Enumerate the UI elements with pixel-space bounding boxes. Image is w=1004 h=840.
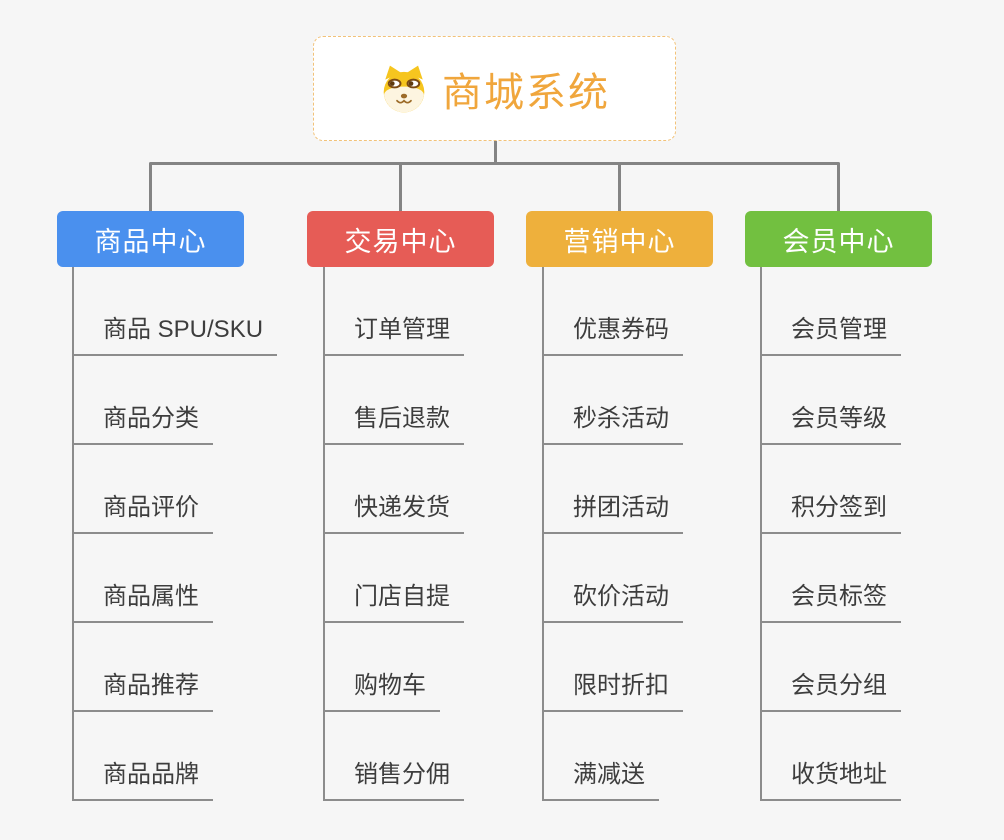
dog-face-icon [383, 65, 425, 112]
branch-node-marketing-center[interactable]: 营销中心 [526, 211, 713, 267]
branch-node-trade-center[interactable]: 交易中心 [307, 211, 494, 267]
leaf-node[interactable]: 收货地址 [760, 758, 901, 801]
root-node-title: 商城系统 [442, 70, 610, 115]
leaf-node[interactable]: 商品 SPU/SKU [72, 313, 278, 356]
leaf-node[interactable]: 会员管理 [760, 313, 901, 356]
leaf-node[interactable]: 商品评价 [72, 491, 213, 534]
branch-node-product-center[interactable]: 商品中心 [57, 211, 244, 267]
leaf-node[interactable]: 拼团活动 [542, 491, 683, 534]
leaf-node[interactable]: 商品品牌 [72, 758, 213, 801]
root-node-mall-system[interactable]: 商城系统 [313, 36, 676, 141]
leaf-node[interactable]: 秒杀活动 [542, 402, 683, 445]
leaf-node[interactable]: 商品分类 [72, 402, 213, 445]
leaf-node[interactable]: 限时折扣 [542, 669, 683, 712]
leaf-node[interactable]: 优惠券码 [542, 313, 683, 356]
leaf-node[interactable]: 会员分组 [760, 669, 901, 712]
leaf-node[interactable]: 商品推荐 [72, 669, 213, 712]
leaf-node[interactable]: 订单管理 [323, 313, 464, 356]
root-branch-connector [149, 141, 840, 211]
leaf-node[interactable]: 积分签到 [760, 491, 901, 534]
leaf-node[interactable]: 会员等级 [760, 402, 901, 445]
leaf-node[interactable]: 砍价活动 [542, 580, 683, 623]
leaf-node[interactable]: 门店自提 [323, 580, 464, 623]
leaf-node[interactable]: 会员标签 [760, 580, 901, 623]
branch-node-member-center[interactable]: 会员中心 [745, 211, 932, 267]
leaf-node[interactable]: 购物车 [323, 669, 440, 712]
leaf-node[interactable]: 商品属性 [72, 580, 213, 623]
leaf-node[interactable]: 售后退款 [323, 402, 464, 445]
leaf-node[interactable]: 满减送 [542, 758, 659, 801]
leaf-node[interactable]: 销售分佣 [323, 758, 464, 801]
leaf-node[interactable]: 快递发货 [323, 491, 464, 534]
